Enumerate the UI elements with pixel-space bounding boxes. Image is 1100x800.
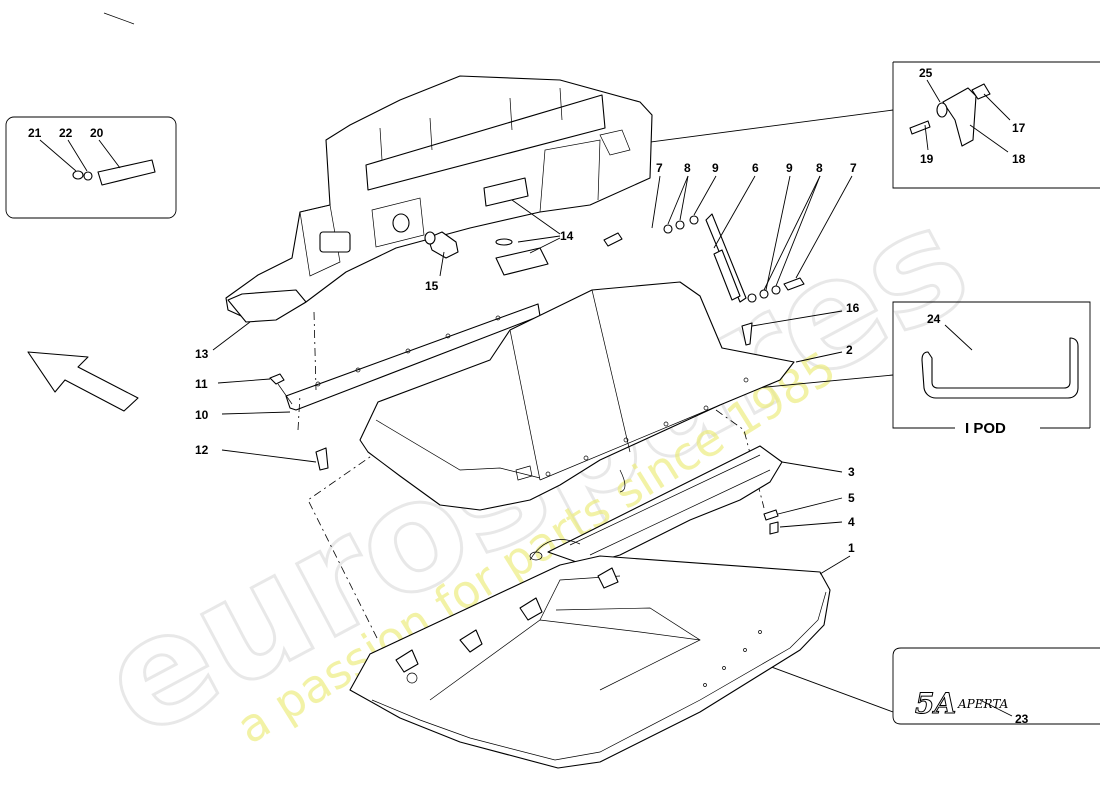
stray-mark bbox=[103, 12, 135, 25]
part-14-lamp-assembly bbox=[483, 177, 561, 276]
part-22-washer bbox=[83, 171, 93, 181]
callout-2: 2 bbox=[846, 343, 853, 357]
callout-11: 11 bbox=[195, 377, 208, 391]
badge-aperta-script: APERTA bbox=[957, 697, 1009, 711]
ipod-label: I POD bbox=[965, 420, 1006, 437]
part-12-screw bbox=[315, 447, 329, 471]
inset-frame-hinge bbox=[892, 61, 1100, 189]
callout-8-left: 8 bbox=[684, 161, 691, 175]
alignment-line-2 bbox=[297, 394, 301, 431]
inset-badge-box: 5A APERTA 23 bbox=[892, 647, 1100, 726]
badge-5a-script: 5A bbox=[915, 687, 956, 720]
callout-13: 13 bbox=[195, 347, 209, 361]
callout-20: 20 bbox=[90, 126, 104, 140]
inset-frame-ipod bbox=[892, 301, 1091, 429]
washer-right-1 bbox=[747, 293, 757, 303]
housing-latch-block bbox=[319, 231, 351, 253]
callout-17: 17 bbox=[1012, 121, 1026, 135]
part-20-bumper bbox=[97, 159, 156, 186]
part-19-bolt bbox=[909, 120, 931, 135]
callout-8-right: 8 bbox=[816, 161, 823, 175]
part-21-nut bbox=[72, 170, 84, 180]
strut-bolt-right bbox=[783, 277, 805, 291]
inset-ipod-box: 24 I POD bbox=[892, 301, 1091, 437]
callout-1: 1 bbox=[848, 541, 855, 555]
part-11-screw bbox=[269, 373, 285, 385]
strut-body bbox=[713, 249, 741, 301]
callout-7-left: 7 bbox=[656, 161, 663, 175]
lock-hole bbox=[392, 213, 410, 233]
callout-24: 24 bbox=[927, 312, 941, 326]
callout-10: 10 bbox=[195, 408, 209, 422]
part-10-rail bbox=[285, 303, 541, 411]
callout-25: 25 bbox=[919, 66, 933, 80]
part-13-handle bbox=[227, 289, 307, 323]
wire-harness-2 bbox=[529, 539, 581, 561]
callout-3: 3 bbox=[848, 465, 855, 479]
inset-hinge-box: 25 17 19 18 bbox=[892, 61, 1100, 189]
part-15-lock bbox=[424, 231, 459, 259]
washer-left-3 bbox=[689, 215, 699, 225]
part-2-glovebox-liner bbox=[359, 281, 795, 511]
part-24-ipod-trim bbox=[921, 337, 1079, 399]
part-18-hinge-bracket bbox=[942, 87, 977, 147]
callout-16: 16 bbox=[846, 301, 860, 315]
gas-strut-assembly bbox=[603, 175, 853, 303]
callout-9-right: 9 bbox=[786, 161, 793, 175]
callout-12: 12 bbox=[195, 443, 209, 457]
callout-7-right: 7 bbox=[850, 161, 857, 175]
callout-9-left: 9 bbox=[712, 161, 719, 175]
glovebox-upper-housing bbox=[225, 75, 653, 323]
callout-6: 6 bbox=[752, 161, 759, 175]
alignment-line-1 bbox=[313, 311, 317, 391]
lamp-switch bbox=[483, 177, 529, 207]
callout-19: 19 bbox=[920, 152, 934, 166]
washer-left-2 bbox=[675, 220, 685, 230]
washer-right-2 bbox=[759, 289, 769, 299]
inset-bumper-box: 21 22 20 bbox=[5, 116, 177, 219]
washer-left-1 bbox=[663, 224, 673, 234]
callout-22: 22 bbox=[59, 126, 73, 140]
front-direction-arrow bbox=[27, 351, 139, 412]
washer-right-3 bbox=[771, 285, 781, 295]
part-25-washer bbox=[936, 102, 948, 118]
lamp-bulb bbox=[495, 238, 513, 246]
callout-15: 15 bbox=[425, 279, 439, 293]
part-1-glovebox-lid bbox=[349, 555, 831, 769]
wire-harness-1 bbox=[619, 469, 626, 493]
inset-frame-badge bbox=[892, 647, 1100, 725]
callout-5: 5 bbox=[848, 491, 855, 505]
callout-21: 21 bbox=[28, 126, 42, 140]
part-4-screw bbox=[769, 521, 779, 535]
callout-14: 14 bbox=[560, 229, 574, 243]
part-5-washer bbox=[763, 509, 779, 521]
inset-frame bbox=[5, 116, 177, 219]
strut-bolt-left bbox=[603, 232, 623, 247]
part-16-screw bbox=[741, 322, 753, 346]
housing-top-rail bbox=[365, 94, 606, 191]
lamp-housing bbox=[495, 247, 549, 276]
callout-18: 18 bbox=[1012, 152, 1026, 166]
callout-4: 4 bbox=[848, 515, 855, 529]
alignment-line-3 bbox=[307, 449, 381, 641]
callout-23: 23 bbox=[1015, 712, 1029, 726]
